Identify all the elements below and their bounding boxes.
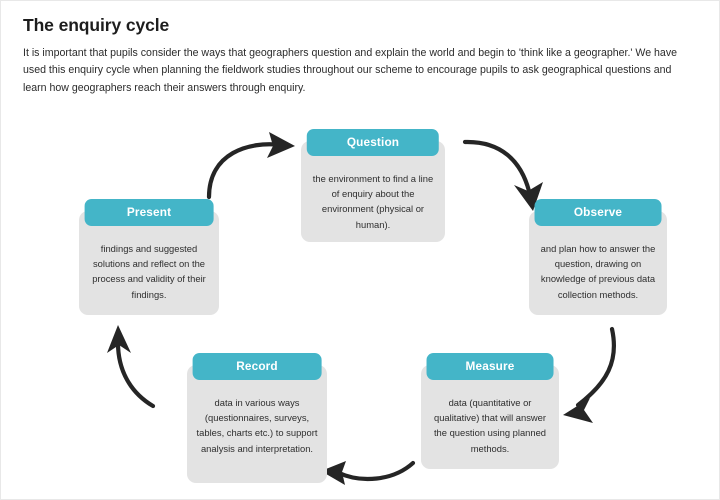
cycle-node-record-body: data in various ways (questionnaires, su…: [187, 365, 327, 483]
arrow-measure-to-record-icon: [321, 460, 416, 485]
cycle-node-present-body: findings and suggested solutions and ref…: [79, 211, 219, 315]
cycle-node-question-body: the environment to find a line of enquir…: [301, 141, 445, 242]
cycle-node-observe-body: and plan how to answer the question, dra…: [529, 211, 667, 315]
cycle-node-measure-header: Measure: [426, 353, 554, 380]
intro-paragraph: It is important that pupils consider the…: [23, 47, 678, 94]
cycle-node-measure-body: data (quantitative or qualitative) that …: [421, 365, 559, 469]
arrow-observe-to-measure-icon: [563, 326, 617, 423]
arrow-question-to-observe-icon: [462, 139, 543, 211]
cycle-node-present-header: Present: [84, 199, 214, 226]
cycle-node-record-header: Record: [192, 353, 322, 380]
arrow-record-to-present-icon: [107, 325, 156, 409]
cycle-node-question-header: Question: [306, 129, 440, 156]
page-title: The enquiry cycle: [23, 15, 170, 35]
cycle-node-observe-header: Observe: [534, 199, 662, 226]
arrow-present-to-question-icon: [206, 132, 295, 200]
